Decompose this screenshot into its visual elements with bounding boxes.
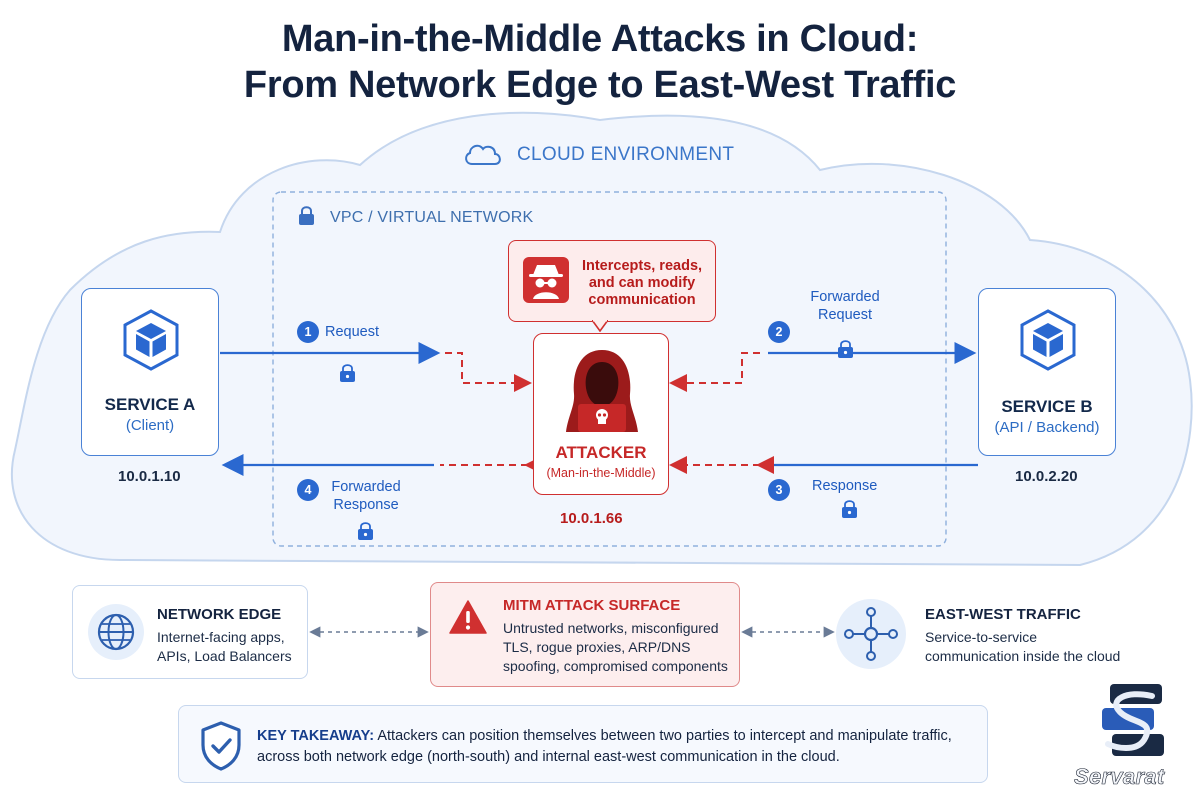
lock-icon (358, 522, 373, 540)
callout-pointer (592, 320, 608, 332)
east-west-card[interactable]: EAST-WEST TRAFFIC Service-to-service com… (835, 590, 1135, 674)
lock-icon (838, 340, 853, 358)
east-west-text: Service-to-service communication inside … (925, 629, 1121, 664)
service-b-box[interactable]: SERVICE B (API / Backend) (978, 288, 1116, 456)
page-title-line-2: From Network Edge to East-West Traffic (243, 64, 957, 106)
service-a-name: SERVICE A (104, 395, 196, 414)
step-1-label: Request (325, 324, 380, 340)
cube-icon (1020, 309, 1076, 371)
servarat-logo-icon (1102, 684, 1164, 756)
cloud-environment-label: CLOUD ENVIRONMENT (517, 144, 735, 165)
lock-icon (340, 364, 355, 382)
service-a-box[interactable]: SERVICE A (Client) (81, 288, 219, 456)
step-3-label: Response (812, 478, 878, 494)
key-takeaway-box: KEY TAKEAWAY: Attackers can position the… (178, 705, 988, 783)
attack-surface-title: MITM ATTACK SURFACE (503, 597, 681, 614)
shield-check-icon (201, 721, 241, 771)
service-b-role: (API / Backend) (994, 419, 1100, 436)
attacker-name: ATTACKER (555, 443, 647, 462)
network-edge-title: NETWORK EDGE (157, 606, 282, 623)
step-2-badge: 2 (768, 321, 790, 343)
attacker-callout-text: Intercepts, reads, and can modify commun… (581, 258, 703, 308)
attacker-box[interactable]: ATTACKER (Man-in-the-Middle) (533, 333, 669, 495)
warning-icon (449, 600, 487, 634)
step-2-label: Forwarded Request (810, 289, 880, 323)
attacker-role: (Man-in-the-Middle) (546, 466, 656, 480)
key-takeaway-heading: KEY TAKEAWAY: (257, 728, 375, 744)
spy-icon (523, 257, 569, 303)
page-title-line-1: Man-in-the-Middle Attacks in Cloud: (281, 18, 919, 60)
key-takeaway-text: KEY TAKEAWAY: Attackers can position the… (257, 726, 969, 768)
key-takeaway-body: Attackers can position themselves betwee… (257, 728, 952, 765)
network-hub-icon (836, 599, 906, 669)
hooded-hacker-icon (566, 350, 638, 432)
step-3-badge: 3 (768, 479, 790, 501)
vpc-label: VPC / VIRTUAL NETWORK (330, 209, 534, 226)
service-b-name: SERVICE B (1001, 397, 1093, 416)
east-west-title: EAST-WEST TRAFFIC (925, 606, 1081, 623)
vpc-boundary (272, 191, 947, 547)
attacker-ip: 10.0.1.66 (560, 510, 623, 527)
step-1-badge: 1 (297, 321, 319, 343)
service-a-ip: 10.0.1.10 (118, 468, 181, 485)
brand-name: Servarat (1074, 764, 1165, 790)
attacker-callout: Intercepts, reads, and can modify commun… (508, 240, 716, 322)
attack-surface-text: Untrusted networks, misconfigured TLS, r… (503, 620, 728, 674)
step-4-label: Forwarded Response (331, 479, 401, 513)
vpc-lock-icon (299, 206, 314, 225)
lock-icon (842, 500, 857, 518)
attack-surface-card[interactable]: MITM ATTACK SURFACE Untrusted networks, … (430, 582, 740, 687)
network-edge-card[interactable]: NETWORK EDGE Internet-facing apps, APIs,… (72, 585, 308, 679)
globe-icon (88, 604, 144, 660)
service-a-role: (Client) (125, 417, 175, 434)
cube-icon (123, 309, 179, 371)
service-b-ip: 10.0.2.20 (1015, 468, 1078, 485)
step-4-badge: 4 (297, 479, 319, 501)
network-edge-text: Internet-facing apps, APIs, Load Balance… (157, 629, 292, 664)
cloud-icon (465, 144, 501, 165)
